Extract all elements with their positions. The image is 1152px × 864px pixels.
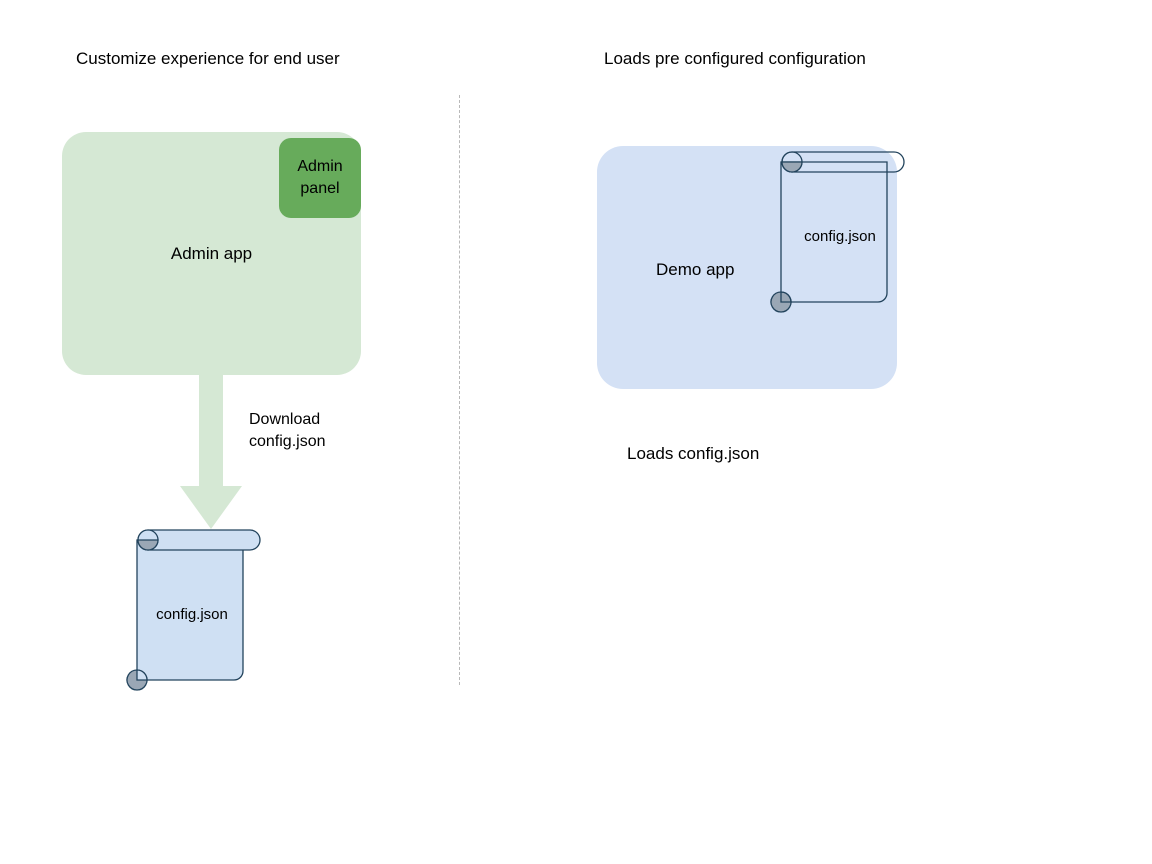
column-divider <box>459 95 460 685</box>
download-arrow-label-line1: Download <box>249 411 321 428</box>
loads-config-caption: Loads config.json <box>627 444 760 463</box>
config-json-document-left[interactable]: config.json <box>126 528 266 691</box>
right-column-title: Loads pre configured configuration <box>604 49 866 68</box>
admin-panel-chip[interactable]: Admin panel <box>279 138 361 218</box>
admin-app-label: Admin app <box>170 244 253 263</box>
admin-app-box[interactable]: Admin app Admin panel <box>62 132 361 375</box>
config-json-label-right: config.json <box>804 228 876 245</box>
demo-app-box[interactable]: Demo app <box>597 146 897 389</box>
document-curl-top-right <box>781 161 803 173</box>
left-column-title: Customize experience for end user <box>76 49 340 68</box>
admin-panel-chip-label: Admin panel <box>297 156 342 200</box>
download-arrow <box>180 374 242 529</box>
document-body-left <box>136 539 244 681</box>
download-arrow-shape <box>180 374 242 529</box>
document-body-right <box>780 161 888 303</box>
document-curl-top-left <box>137 539 159 551</box>
admin-panel-chip-label-line1: Admin <box>297 158 343 175</box>
admin-panel-chip-label-line2: panel <box>300 180 340 197</box>
download-arrow-label: Download config.json <box>249 409 326 453</box>
download-arrow-label-line2: config.json <box>249 433 326 450</box>
config-json-document-right[interactable]: config.json <box>770 150 910 313</box>
config-json-label-left: config.json <box>156 606 228 623</box>
demo-app-label: Demo app <box>656 260 735 279</box>
